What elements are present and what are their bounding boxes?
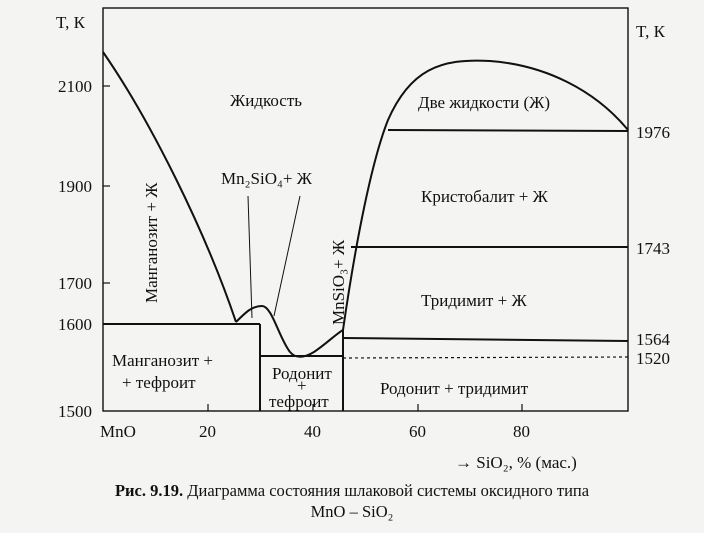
isotherm-1564 (342, 337, 629, 342)
region-rhodonite-tephroite-2: + (297, 376, 307, 395)
region-rhodonite-tephroite-3: тефроит (269, 392, 329, 411)
isotherm-1520 (342, 356, 629, 359)
x-axis-label: → SiO₂, % (мас.) (455, 453, 577, 472)
y-tick-1900: 1900 (58, 177, 92, 196)
liquidus-manganosite (102, 51, 237, 323)
region-tridymite: Тридимит + Ж (421, 291, 527, 310)
y-tick-2100: 2100 (58, 77, 92, 96)
x-tick-mno: MnO (100, 422, 136, 441)
y-axis-label-left: T, К (56, 13, 86, 32)
right-temp-1520: 1520 (636, 349, 670, 368)
region-cristobalite: Кристобалит + Ж (421, 187, 549, 206)
x-tick-60: 60 (409, 422, 426, 441)
y-axis-label-right: T, К (636, 22, 666, 41)
caption-line-2: MnO – SiO₂ (310, 502, 394, 521)
region-rhodonite-tephroite-1: Родонит (272, 364, 332, 383)
region-rhodonite-tridymite: Родонит + тридимит (380, 379, 529, 398)
y-tick-1600: 1600 (58, 315, 92, 334)
caption-line-1: Рис. 9.19. Диаграмма состояния шлаковой … (0, 480, 704, 501)
right-temp-1743: 1743 (636, 239, 670, 258)
x-tick-80: 80 (513, 422, 530, 441)
y-tick-1700: 1700 (58, 274, 92, 293)
leader-mn2sio4-b (273, 195, 301, 317)
y-tick-1500: 1500 (58, 402, 92, 421)
figure-caption: Рис. 9.19. Диаграмма состояния шлаковой … (0, 480, 704, 522)
right-temp-1564: 1564 (636, 330, 671, 349)
region-manganosite-tephroite-1: Манганозит + (112, 351, 213, 370)
right-temp-1976: 1976 (636, 123, 670, 142)
region-mnsio3-liquid: MnSiO₃+ Ж (329, 239, 348, 325)
isotherm-1976 (387, 129, 629, 132)
liquidus-silica (342, 59, 629, 331)
region-mn2sio4-liquid: Mn₂SiO₄+ Ж (221, 169, 313, 188)
liquidus-middle (235, 304, 344, 358)
x-tick-40: 40 (304, 422, 321, 441)
region-two-liquids: Две жидкости (Ж) (418, 93, 550, 112)
caption-text-1: Диаграмма состояния шлаковой системы окс… (187, 481, 590, 500)
caption-prefix: Рис. 9.19. (114, 481, 184, 500)
region-manganosite-liquid: Манганозит + Ж (142, 182, 161, 303)
x-tick-20: 20 (199, 422, 216, 441)
region-liquid: Жидкость (230, 91, 302, 110)
leader-mn2sio4-a (247, 195, 253, 319)
region-manganosite-tephroite-2: + тефроит (122, 373, 196, 392)
plot-frame (102, 7, 629, 412)
